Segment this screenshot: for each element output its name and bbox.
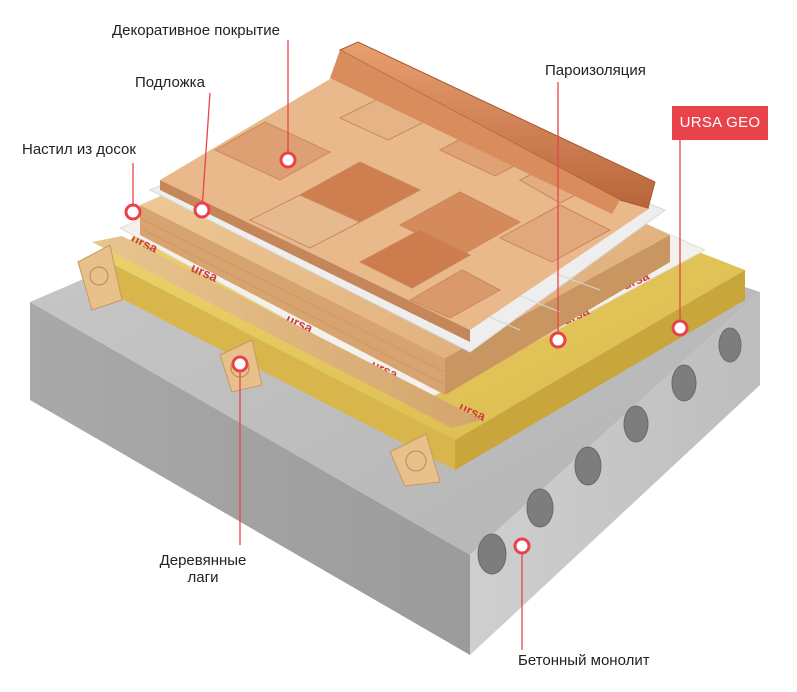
markers bbox=[124, 151, 689, 555]
ursa-geo-badge: URSA GEO bbox=[672, 106, 768, 140]
marker-board-deck bbox=[124, 203, 142, 221]
marker-underlay bbox=[193, 201, 211, 219]
slab-hollow-cores bbox=[477, 327, 742, 575]
label-wooden-joists: Деревянные лаги bbox=[160, 552, 247, 586]
plinth bbox=[330, 41, 656, 214]
leader-underlay bbox=[201, 92, 211, 211]
marker-decorative-cover bbox=[279, 151, 297, 169]
marker-ursa-geo bbox=[671, 319, 689, 337]
marker-vapor-barrier bbox=[549, 331, 567, 349]
label-board-deck: Настил из досок bbox=[22, 141, 136, 158]
label-concrete-slab: Бетонный монолит bbox=[518, 652, 650, 669]
marker-joists bbox=[231, 355, 249, 373]
label-decorative-cover: Декоративное покрытие bbox=[112, 22, 281, 39]
label-wooden-joists-line1: Деревянные bbox=[159, 552, 247, 569]
wooden-joists bbox=[77, 236, 482, 487]
label-wooden-joists-line2: лаги bbox=[187, 569, 219, 586]
label-vapor-barrier: Пароизоляция bbox=[545, 62, 646, 79]
leader-lines bbox=[132, 40, 681, 650]
label-underlay: Подложка bbox=[135, 74, 205, 91]
marker-concrete bbox=[513, 537, 531, 555]
